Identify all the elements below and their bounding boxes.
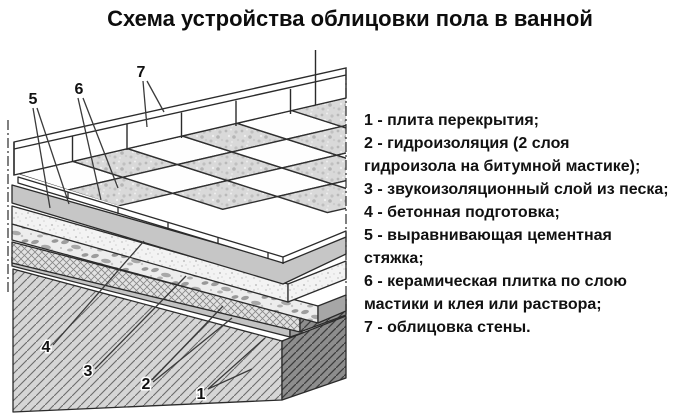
legend-item-4: 4 - бетонная подготовка;	[364, 204, 560, 221]
layer-slab-right-face	[281, 315, 347, 401]
callout-7: 7	[137, 64, 146, 81]
tile-edge-ticks	[67, 192, 284, 264]
callout-5: 5	[29, 91, 38, 108]
legend-item-2: 2 - гидроизоляция (2 слоя гидроизола на …	[364, 135, 641, 175]
page-title: Схема устройства облицовки пола в ванной	[107, 6, 593, 31]
callout-6: 6	[75, 81, 84, 98]
legend-item-5: 5 - выравнивающая цементная стяжка;	[364, 227, 612, 267]
callout-3: 3	[84, 363, 93, 380]
legend-item-3: 3 - звукоизоляционный слой из песка;	[364, 181, 669, 198]
legend-item-6: 6 - керамическая плитка по слою мастики …	[364, 273, 627, 313]
layer-screed-right	[287, 260, 347, 303]
wall-tile-joints	[71, 88, 292, 162]
callout-2: 2	[142, 376, 151, 393]
wall-top-rail	[13, 74, 347, 150]
callout-leader-lines	[32, 80, 266, 390]
legend-item-7: 7 - облицовка стены.	[364, 319, 531, 336]
callout-4: 4	[42, 339, 51, 356]
legend: 1 - плита перекрытия; 2 - гидроизоляция …	[364, 109, 700, 339]
legend-item-1: 1 - плита перекрытия;	[364, 112, 539, 129]
callout-1: 1	[197, 386, 206, 403]
